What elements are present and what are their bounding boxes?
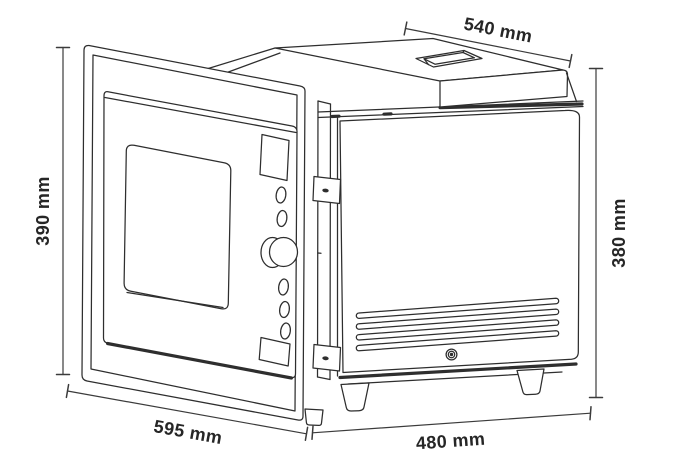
door bbox=[102, 91, 298, 379]
door-window-bottom bbox=[126, 291, 224, 309]
hinge-lower-pin bbox=[322, 356, 329, 361]
foot-right bbox=[516, 368, 545, 396]
label-front-height: 390 mm bbox=[33, 176, 53, 245]
front-assembly bbox=[81, 44, 306, 421]
label-front-width: 595 mm bbox=[152, 416, 224, 448]
roof-edge-left-inner bbox=[226, 52, 281, 74]
control-panel bbox=[258, 133, 299, 367]
side-screw bbox=[445, 348, 458, 361]
foot-front-left bbox=[340, 382, 370, 412]
hinge-upper-pin bbox=[322, 188, 329, 193]
button-3 bbox=[277, 278, 290, 296]
button-4 bbox=[278, 300, 291, 319]
knob bbox=[268, 236, 299, 268]
roof-front-face bbox=[439, 69, 569, 108]
door-top-edge bbox=[104, 96, 297, 134]
base-rail bbox=[338, 362, 578, 380]
dimension-front-height: 390 mm bbox=[33, 46, 71, 376]
trim-frame-inner bbox=[90, 54, 298, 412]
roof-vent bbox=[415, 49, 483, 68]
label-side-height: 380 mm bbox=[609, 198, 629, 267]
button-2 bbox=[276, 209, 288, 228]
door-bottom-edge bbox=[105, 341, 294, 380]
dimension-side-depth: 480 mm bbox=[311, 405, 592, 454]
foot-front-corner bbox=[304, 408, 324, 427]
display bbox=[259, 133, 290, 182]
button-5 bbox=[279, 322, 292, 340]
side-vent-slats bbox=[355, 297, 560, 352]
roof-edge-left bbox=[204, 47, 276, 71]
oven-body bbox=[204, 37, 584, 427]
dimension-side-height: 380 mm bbox=[588, 67, 629, 399]
button-1 bbox=[275, 186, 287, 204]
label-side-depth: 480 mm bbox=[415, 429, 486, 454]
door-window bbox=[123, 144, 232, 310]
bottom-button bbox=[258, 336, 291, 367]
roof-corner-edge bbox=[565, 72, 578, 103]
hinge-column bbox=[312, 100, 342, 381]
